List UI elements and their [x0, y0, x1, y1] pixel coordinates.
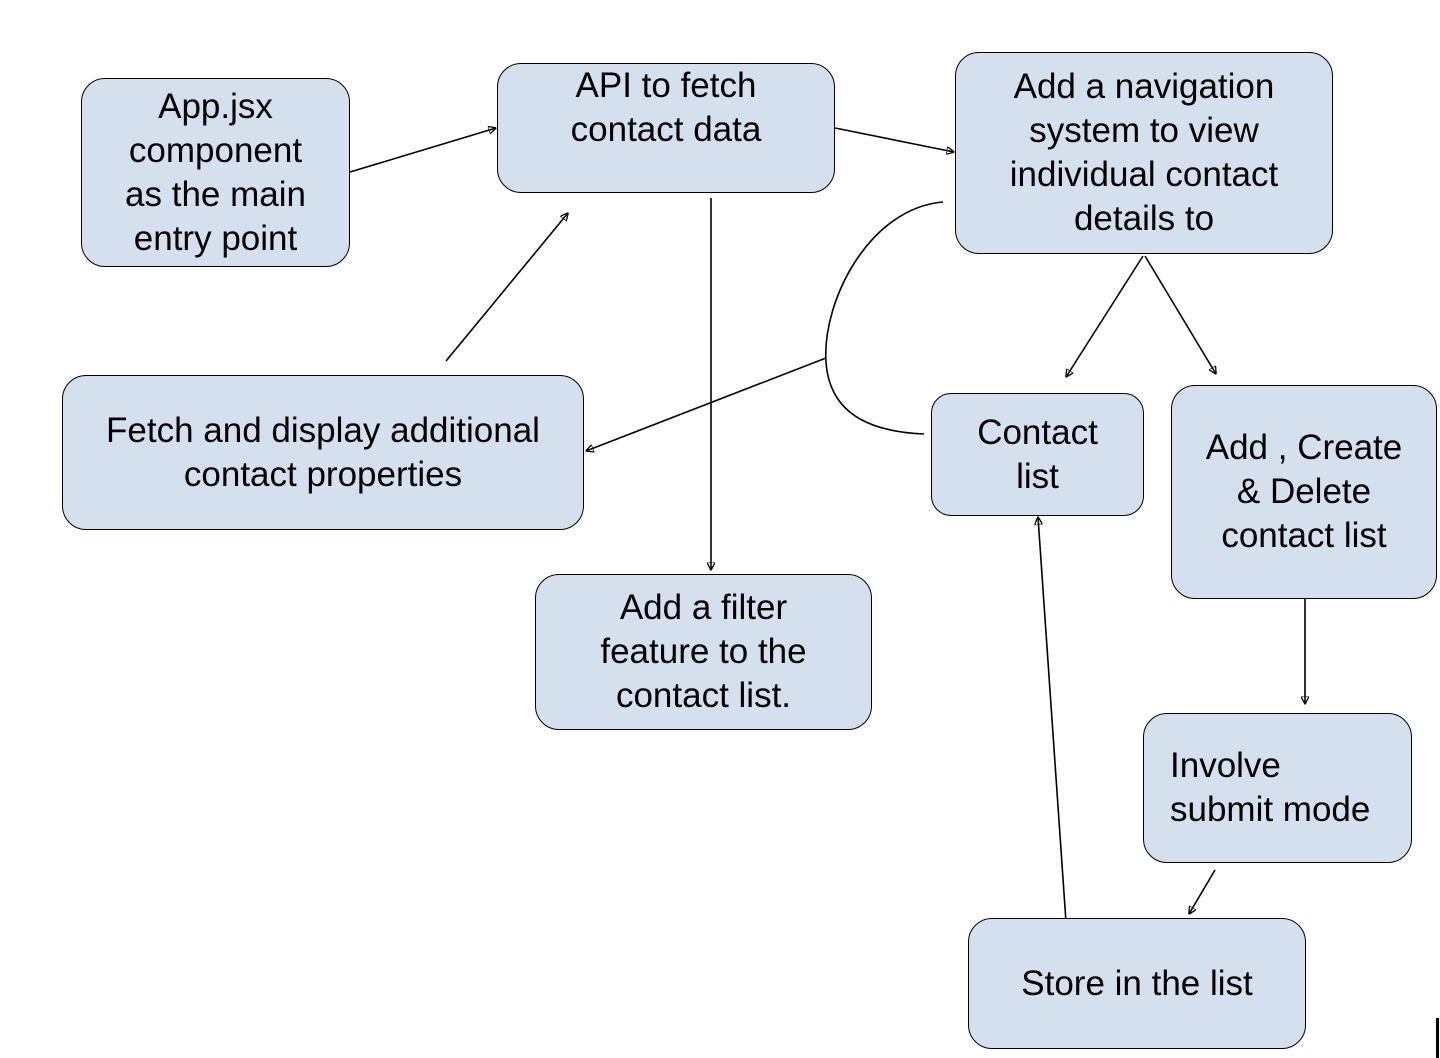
node-store-in-list: Store in the list	[968, 918, 1306, 1049]
edge-nav-to-crud	[1144, 255, 1216, 374]
edge-fetch-to-api	[445, 213, 568, 362]
edge-nav-to-contact-list	[1066, 255, 1144, 377]
edge-app-to-api	[349, 128, 496, 173]
node-fetch-display-properties: Fetch and display additional contact pro…	[62, 375, 584, 530]
edge-store-to-contact-list	[1038, 517, 1067, 923]
node-app-entry-label: App.jsx component as the main entry poin…	[125, 86, 306, 258]
edge-api-to-nav	[834, 127, 954, 152]
node-api-fetch: API to fetch contact data	[497, 63, 835, 193]
node-navigation-system: Add a navigation system to view individu…	[955, 52, 1333, 254]
edge-contact-list-curve	[825, 201, 944, 435]
node-filter-feature-label: Add a filter feature to the contact list…	[600, 588, 807, 715]
node-contact-list: Contact list	[931, 393, 1144, 516]
edge-marker	[1436, 1018, 1439, 1058]
node-api-fetch-label: API to fetch contact data	[570, 66, 762, 149]
edge-submit-to-store	[1189, 869, 1216, 914]
node-submit-mode-label: Involve submit mode	[1170, 746, 1371, 829]
edge-curve-to-fetch	[586, 357, 827, 451]
node-app-entry: App.jsx component as the main entry poin…	[81, 78, 350, 267]
node-add-create-delete: Add , Create & Delete contact list	[1171, 385, 1437, 599]
node-store-in-list-label: Store in the list	[1021, 963, 1253, 1003]
node-contact-list-label: Contact list	[977, 412, 1098, 496]
node-filter-feature: Add a filter feature to the contact list…	[535, 574, 872, 730]
node-add-create-delete-label: Add , Create & Delete contact list	[1205, 428, 1403, 555]
node-fetch-display-properties-label: Fetch and display additional contact pro…	[106, 410, 540, 494]
node-submit-mode: Involve submit mode	[1143, 713, 1412, 863]
node-navigation-system-label: Add a navigation system to view individu…	[1009, 67, 1279, 238]
